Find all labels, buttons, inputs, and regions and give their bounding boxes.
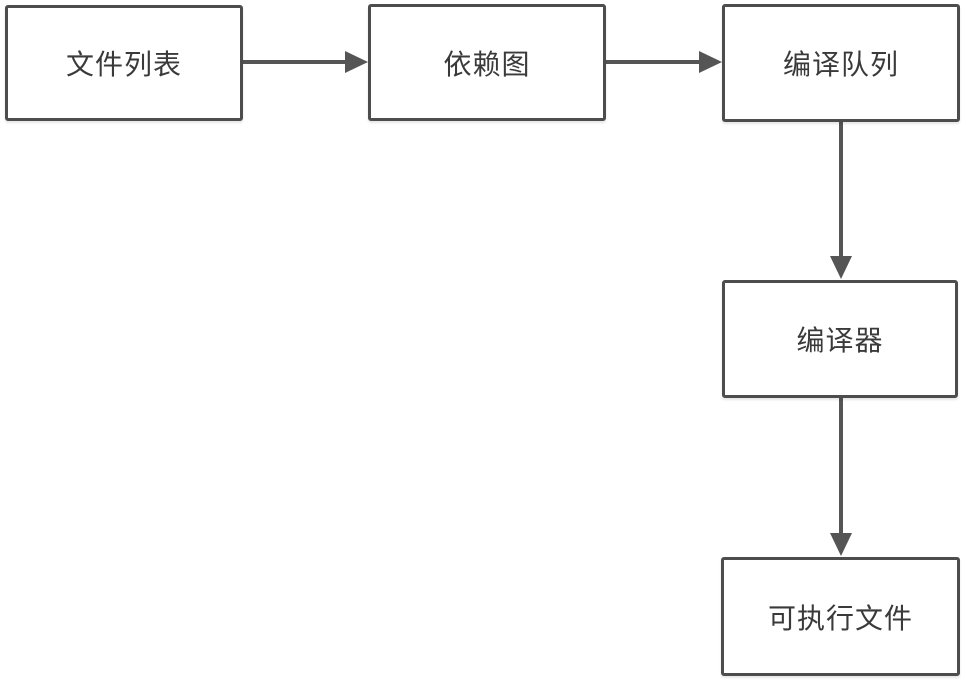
node-compiler: 编译器 — [722, 280, 958, 398]
arrow-compiler-to-executable-file-icon — [830, 398, 852, 556]
node-executable-file: 可执行文件 — [721, 557, 960, 676]
arrow-dependency-graph-to-compile-queue-icon — [606, 51, 722, 73]
node-dependency-graph: 依赖图 — [368, 4, 606, 121]
node-dependency-graph-label: 依赖图 — [443, 48, 531, 80]
node-file-list-label: 文件列表 — [65, 49, 182, 80]
node-compile-queue: 编译队列 — [722, 4, 960, 122]
node-executable-file-label: 可执行文件 — [767, 602, 913, 634]
node-compile-queue-label: 编译队列 — [782, 49, 899, 80]
node-compiler-label: 编译器 — [796, 325, 884, 356]
arrow-compile-queue-to-compiler-icon — [830, 122, 852, 279]
node-file-list: 文件列表 — [5, 5, 243, 121]
arrow-file-list-to-dependency-graph-icon — [243, 51, 368, 73]
